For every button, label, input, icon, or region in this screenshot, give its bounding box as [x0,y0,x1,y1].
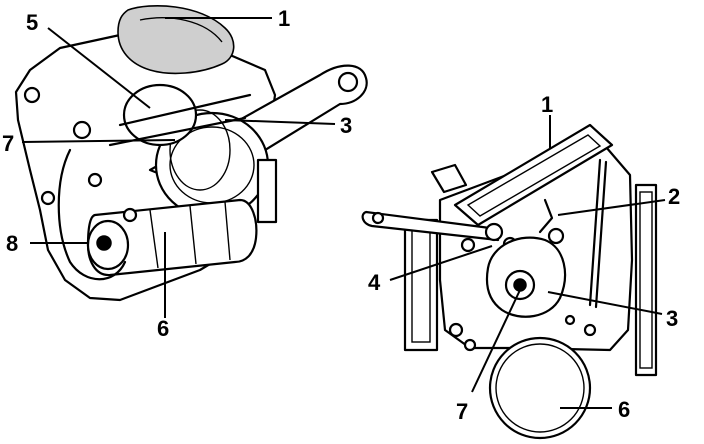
right-callout-6: 6 [618,397,630,422]
right-throttle-assembly [361,123,658,440]
right-callout-7: 7 [456,399,468,424]
right-left-flange [403,218,439,352]
right-callouts: 1 2 4 3 7 6 [368,92,680,424]
left-callout-6: 6 [157,316,169,341]
left-leaders [21,17,336,318]
right-callout-1: 1 [541,92,553,117]
left-callout-3: 3 [340,113,352,138]
left-throttle-assembly [14,5,368,302]
left-drive-loop [57,148,127,281]
left-callout-7: 7 [2,131,14,156]
left-callout-5: 5 [26,10,38,35]
left-callout-1: 1 [278,6,290,31]
left-intake-cover [117,5,235,75]
right-lever-arm [361,210,500,242]
left-callout-8: 8 [6,231,18,256]
right-callout-4: 4 [368,270,381,295]
right-callout-2: 2 [668,184,680,209]
right-throttle-bore [488,336,592,440]
right-right-flange [634,183,658,377]
left-callouts: 1 5 3 7 8 6 [2,6,352,341]
right-callout-3: 3 [666,306,678,331]
right-top-cover [453,123,614,227]
right-leaders [389,115,666,409]
